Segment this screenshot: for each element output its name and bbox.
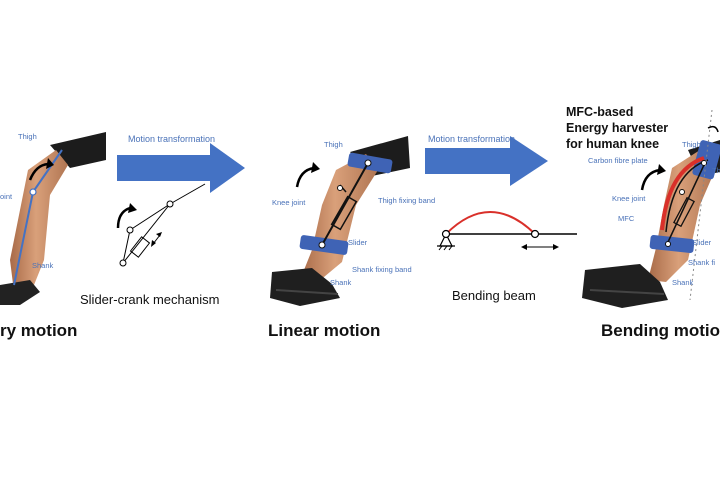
caption-slider-crank: Slider-crank mechanism xyxy=(80,292,220,307)
transform-label-1: Motion transformation xyxy=(128,134,216,144)
label-shank-band: Shank fixing band xyxy=(352,265,412,274)
transform-arrow-2 xyxy=(425,136,548,186)
title-line-1: MFC-based xyxy=(566,105,634,119)
label-knee-joint-3: Knee joint xyxy=(612,194,646,203)
leg-2 xyxy=(300,154,378,282)
label-shank-band-3: Shank fi xyxy=(688,258,716,267)
thigh-axis-1 xyxy=(32,149,63,193)
label-shank-2: Shank xyxy=(330,278,352,287)
label-shank-1: Shank xyxy=(32,261,54,270)
label-thigh-3: Thigh xyxy=(682,140,701,149)
label-thigh-1: Thigh xyxy=(18,132,37,141)
title-line-2: Energy harvester xyxy=(566,121,669,135)
shoe-2 xyxy=(270,268,340,306)
label-carbon-plate: Carbon fibre plate xyxy=(588,156,648,165)
mfc-layer xyxy=(660,156,705,231)
label-thigh-band: Thigh fixing band xyxy=(378,196,436,205)
caption-linear: Linear motion xyxy=(268,321,381,340)
slider-2 xyxy=(330,195,358,231)
label-thigh-cut: Th xyxy=(712,166,720,175)
label-mfc: MFC xyxy=(618,214,635,223)
shank-band-3 xyxy=(649,235,695,253)
caption-bending-beam: Bending beam xyxy=(452,288,536,303)
label-joint-1: oint xyxy=(0,192,13,201)
bending-beam-sketch xyxy=(437,211,577,251)
shorts-1 xyxy=(50,132,106,168)
shoe-1 xyxy=(0,280,40,305)
leg-panel-2 xyxy=(270,136,410,306)
rotation-arrow-2 xyxy=(295,166,315,188)
linkage-2 xyxy=(321,162,369,246)
leg-1 xyxy=(10,150,68,292)
transform-label-2: Motion transformation xyxy=(428,134,516,144)
title-line-3: for human knee xyxy=(566,137,660,151)
label-shank-3: Shank xyxy=(672,278,694,287)
knee-point-1 xyxy=(29,188,37,196)
leg-panel-1 xyxy=(0,132,106,305)
harvester-title: MFC-based Energy harvester for human kne… xyxy=(566,104,668,152)
label-knee-joint-2: Knee joint xyxy=(272,198,306,207)
caption-rotary: ry motion xyxy=(0,321,78,340)
slider-crank-sketch xyxy=(116,183,206,267)
transform-arrow-1 xyxy=(117,143,245,193)
rotation-arrowhead-1 xyxy=(46,158,54,169)
leg-panel-3 xyxy=(582,109,720,308)
caption-bending: Bending motio xyxy=(601,321,720,340)
shank-axis-1 xyxy=(13,191,34,286)
bent-beam-curve xyxy=(445,211,536,235)
label-slider-2: Slider xyxy=(348,238,368,247)
label-slider-3: Slider xyxy=(692,238,712,247)
rotation-arrow-1 xyxy=(28,162,49,181)
label-thigh-2: Thigh xyxy=(324,140,343,149)
